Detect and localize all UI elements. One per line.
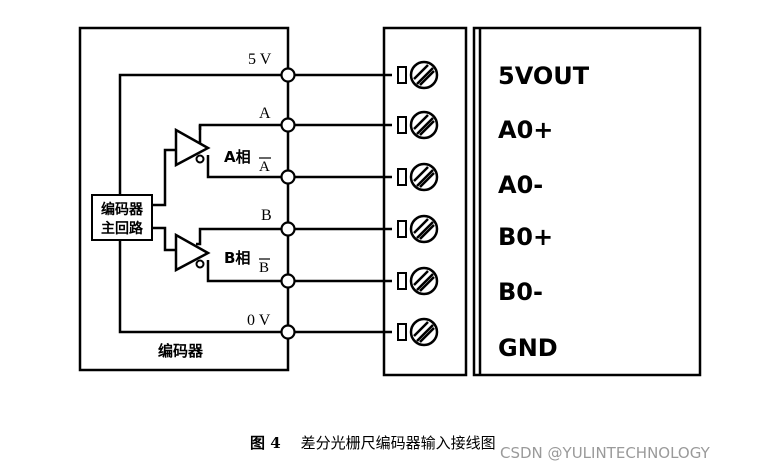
terminal-label-gnd: GND xyxy=(498,334,558,362)
watermark: CSDN @YULINTECHNOLOGY xyxy=(500,444,710,462)
screw-icon xyxy=(396,266,439,296)
screw-icon xyxy=(396,317,439,347)
pin-0v-label: 0 V xyxy=(247,312,271,329)
terminal-label-5vout: 5VOUT xyxy=(498,62,590,90)
terminal-label-b0-plus: B0+ xyxy=(498,223,553,251)
controller-box xyxy=(472,26,702,377)
phase-b-bar-label: B xyxy=(259,260,269,276)
pin-5v-label: 5 V xyxy=(248,51,272,68)
screw-icon xyxy=(396,110,439,140)
main-circuit-box xyxy=(91,194,153,241)
phase-a-label: A相 xyxy=(224,148,251,166)
main-circuit-label-1: 编码器 xyxy=(101,201,144,218)
screw-icon xyxy=(396,214,439,244)
driver-b-icon xyxy=(174,232,211,273)
internal-wiring xyxy=(118,73,288,334)
screw-icon xyxy=(396,60,439,90)
terminal-block xyxy=(382,26,468,377)
encoder-label: 编码器 xyxy=(158,342,204,360)
terminal-label-b0-minus: B0- xyxy=(498,278,543,306)
phase-b-label: B相 xyxy=(224,249,250,267)
phase-a-bar-label: A xyxy=(259,159,270,175)
terminal-label-a0-minus: A0- xyxy=(498,171,543,199)
screw-icon xyxy=(396,162,439,192)
encoder-box xyxy=(78,26,290,372)
figure-title: 差分光栅尺编码器输入接线图 xyxy=(300,434,496,452)
driver-a-icon xyxy=(174,127,211,168)
main-circuit-label-2: 主回路 xyxy=(101,220,144,237)
terminal-label-a0-plus: A0+ xyxy=(498,116,553,144)
connection-wires xyxy=(288,73,392,334)
pin-a-label: A xyxy=(259,105,271,122)
figure-caption: 图 4 差分光栅尺编码器输入接线图 xyxy=(250,432,496,453)
terminal-screws xyxy=(396,60,439,347)
pin-b-label: B xyxy=(261,207,272,224)
figure-number: 图 4 xyxy=(250,434,281,452)
